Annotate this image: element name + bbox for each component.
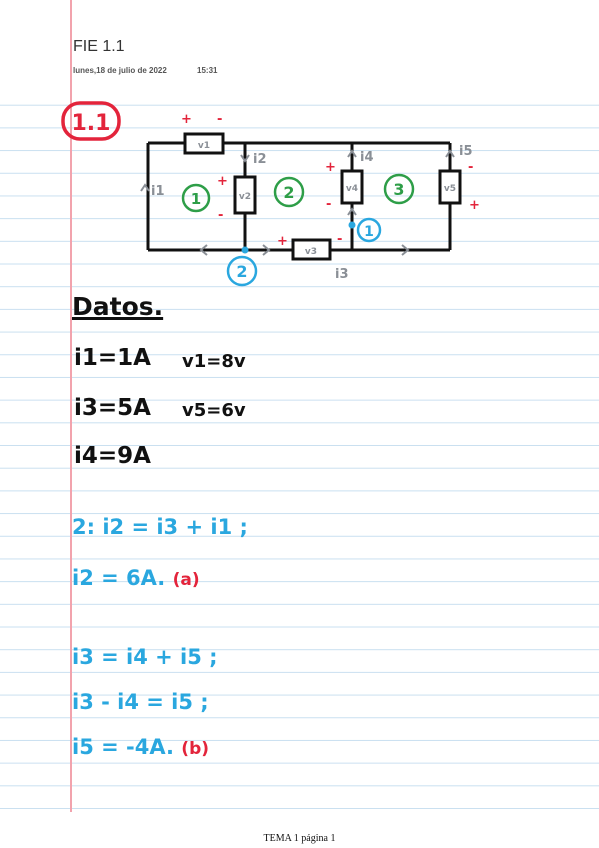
svg-text:v4: v4: [346, 184, 358, 194]
node-labels: 1 2: [226, 217, 382, 287]
svg-text:2: 2: [283, 183, 294, 202]
svg-text:i1: i1: [151, 184, 165, 199]
svg-text:-: -: [468, 160, 473, 175]
svg-text:v5: v5: [444, 184, 456, 194]
current-arrows: [140, 149, 455, 256]
resistor-v4: v4: [340, 169, 364, 205]
margin-line: [70, 0, 72, 812]
datos-item-i1: i1=1A: [74, 345, 151, 371]
page-footer: TEMA 1 página 1: [263, 833, 336, 844]
svg-text:+: +: [217, 174, 228, 189]
datos-item-i4: i4=9A: [74, 443, 151, 469]
resistor-v1: v1: [183, 132, 225, 155]
svg-text:-: -: [218, 208, 223, 223]
datos-item-v5: v5=6v: [182, 400, 246, 421]
mesh-labels: 1 2 3: [181, 173, 415, 213]
problem-badge: 1.1: [61, 101, 121, 141]
datos-item-v1: v1=8v: [182, 351, 246, 372]
svg-text:i5: i5: [459, 144, 473, 159]
page-time: 15:31: [197, 66, 218, 75]
solution-line-5: i5 = -4A. (b): [72, 735, 210, 759]
current-labels: i1 i2 i3 i4 i5: [151, 144, 473, 282]
resistor-v5: v5: [438, 169, 462, 205]
resistor-v3: v3: [291, 238, 332, 261]
solution-line-4: i3 - i4 = i5 ;: [72, 690, 209, 714]
resistor-v2: v2: [233, 175, 257, 215]
svg-text:v2: v2: [239, 192, 251, 202]
datos-heading: Datos.: [72, 292, 164, 321]
svg-text:v1: v1: [198, 141, 210, 151]
solution-line-3: i3 = i4 + i5 ;: [72, 645, 218, 669]
svg-text:i2: i2: [253, 152, 267, 167]
solution-line-1: 2: i2 = i3 + i1 ;: [72, 515, 248, 539]
svg-text:-: -: [337, 232, 342, 247]
svg-text:+: +: [277, 234, 288, 249]
svg-text:3: 3: [393, 180, 404, 199]
svg-text:1: 1: [364, 224, 374, 240]
svg-text:i3: i3: [335, 267, 349, 282]
svg-text:-: -: [217, 112, 222, 127]
ruled-lines: [0, 0, 599, 815]
svg-text:2: 2: [236, 262, 247, 281]
svg-text:i4: i4: [360, 150, 374, 165]
svg-text:1: 1: [191, 190, 201, 208]
svg-text:1.1: 1.1: [72, 111, 111, 136]
page-date: lunes,18 de julio de 2022: [73, 66, 167, 75]
datos-item-i3: i3=5A: [74, 395, 151, 421]
circuit-wires: [146, 141, 452, 252]
header-area: [0, 0, 599, 96]
svg-text:-: -: [326, 197, 331, 212]
svg-text:+: +: [325, 160, 336, 175]
page-title: FIE 1.1: [73, 38, 125, 55]
circuit-diagram: 1.1 v1 v2 v3 v4 v5 + - + -: [61, 101, 480, 287]
solution-line-2: i2 = 6A. (a): [72, 566, 200, 590]
svg-text:+: +: [181, 112, 192, 127]
svg-text:v3: v3: [305, 247, 317, 257]
polarity-marks: + - + - + - + - - +: [181, 112, 480, 249]
svg-text:+: +: [469, 198, 480, 213]
